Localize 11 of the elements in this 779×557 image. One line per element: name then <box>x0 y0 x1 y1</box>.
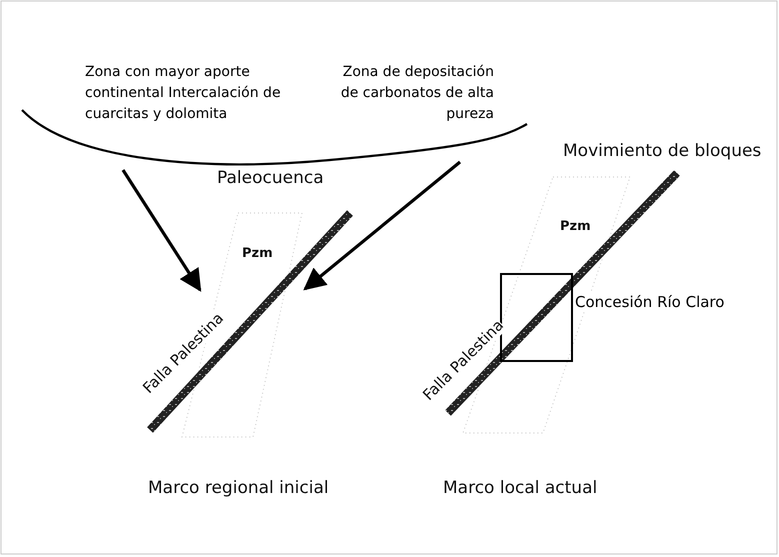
panel-caption: Marco regional inicial <box>148 478 329 498</box>
process-label: Movimiento de bloques <box>563 141 762 161</box>
unit-label: Pzm <box>242 246 273 261</box>
area-caption: Concesión Río Claro <box>575 293 724 311</box>
panel-caption: Marco local actual <box>443 478 598 498</box>
zone-note: Zona de depositación de carbonatos de alta pureza <box>340 63 494 124</box>
zone-note: Zona con mayor aporte continental Intercalación de cuarcitas y dolomita <box>85 63 282 124</box>
unit-label: Pzm <box>560 219 591 234</box>
arrow <box>303 160 462 290</box>
arrow <box>122 169 202 292</box>
basin-label: Paleocuenca <box>217 168 324 188</box>
